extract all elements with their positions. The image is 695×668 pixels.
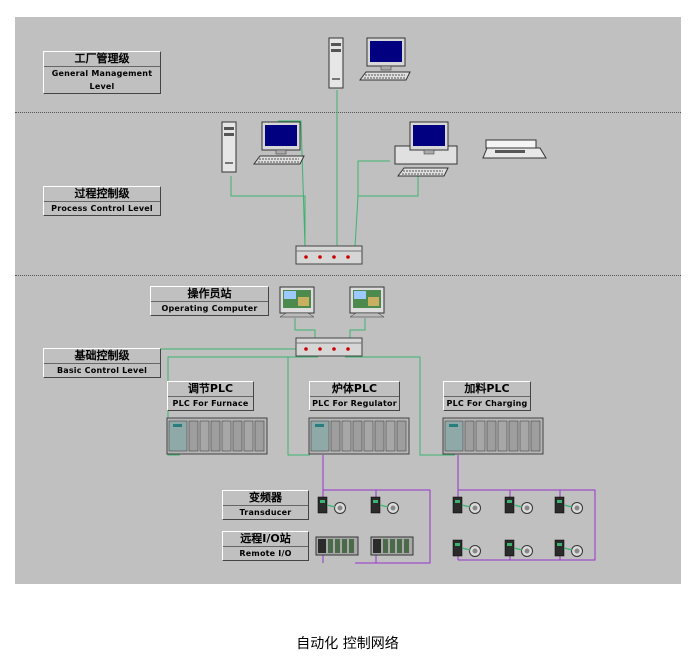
transducer-icon xyxy=(504,496,534,515)
remote-io-zh: 远程I/O站 xyxy=(223,532,308,547)
process-switch-icon xyxy=(295,245,363,265)
plc-regulator-rack-icon xyxy=(308,417,410,455)
process-monitor-icon xyxy=(261,121,301,155)
transducer-icon xyxy=(317,496,347,515)
remote-io-en: Remote I/O xyxy=(239,549,292,558)
process-level-label: 过程控制级 Process Control Level xyxy=(43,186,161,216)
transducer-zh: 变频器 xyxy=(223,491,308,506)
operating-computer-label: 操作员站 Operating Computer xyxy=(150,286,269,316)
basic-level-en: Basic Control Level xyxy=(56,366,148,375)
plc-furnace-rack-icon xyxy=(166,417,268,455)
transducer-icon xyxy=(554,496,584,515)
printer-icon xyxy=(482,139,547,159)
management-server-icon xyxy=(328,37,344,89)
transducer-icon xyxy=(504,539,534,558)
plc-furnace-en: PLC For Furnace xyxy=(172,399,249,408)
operator-screen-2-icon xyxy=(349,286,385,318)
remote-io-icon xyxy=(315,536,359,556)
process-workstation-icon xyxy=(394,121,458,177)
transducer-icon xyxy=(452,496,482,515)
operating-computer-en: Operating Computer xyxy=(161,304,258,313)
operating-computer-zh: 操作员站 xyxy=(151,287,268,302)
transducer-en: Transducer xyxy=(239,508,292,517)
plc-regulator-label: 炉体PLC PLC For Regulator xyxy=(309,381,400,411)
operator-screen-1-icon xyxy=(279,286,315,318)
plc-furnace-label: 调节PLC PLC For Furnace xyxy=(167,381,254,411)
process-level-en: Process Control Level xyxy=(51,204,153,213)
plc-charging-label: 加料PLC PLC For Charging xyxy=(443,381,531,411)
process-keyboard-icon xyxy=(253,155,305,165)
plc-charging-rack-icon xyxy=(442,417,544,455)
management-monitor-icon xyxy=(366,37,406,71)
basic-level-zh: 基础控制级 xyxy=(44,349,160,364)
plc-charging-en: PLC For Charging xyxy=(446,399,528,408)
basic-switch-icon xyxy=(295,337,363,357)
remote-io-label: 远程I/O站 Remote I/O xyxy=(222,531,309,561)
figure-caption: 自动化 控制网络 xyxy=(296,636,399,652)
management-level-label: 工厂管理级 General Management Level xyxy=(43,51,161,94)
management-level-zh: 工厂管理级 xyxy=(44,52,160,67)
level-divider-top xyxy=(15,112,681,113)
plc-charging-zh: 加料PLC xyxy=(444,382,530,397)
plc-regulator-zh: 炉体PLC xyxy=(310,382,399,397)
basic-level-label: 基础控制级 Basic Control Level xyxy=(43,348,161,378)
level-divider-bottom xyxy=(15,275,681,276)
management-level-en: General Management Level xyxy=(51,69,153,91)
transducer-icon xyxy=(370,496,400,515)
plc-regulator-en: PLC For Regulator xyxy=(312,399,397,408)
process-level-zh: 过程控制级 xyxy=(44,187,160,202)
management-keyboard-icon xyxy=(359,71,411,81)
ethernet-lines xyxy=(160,90,455,456)
process-server-icon xyxy=(221,121,237,173)
plc-furnace-zh: 调节PLC xyxy=(168,382,253,397)
transducer-icon xyxy=(452,539,482,558)
remote-io-icon xyxy=(370,536,414,556)
transducer-icon xyxy=(554,539,584,558)
transducer-label: 变频器 Transducer xyxy=(222,490,309,520)
